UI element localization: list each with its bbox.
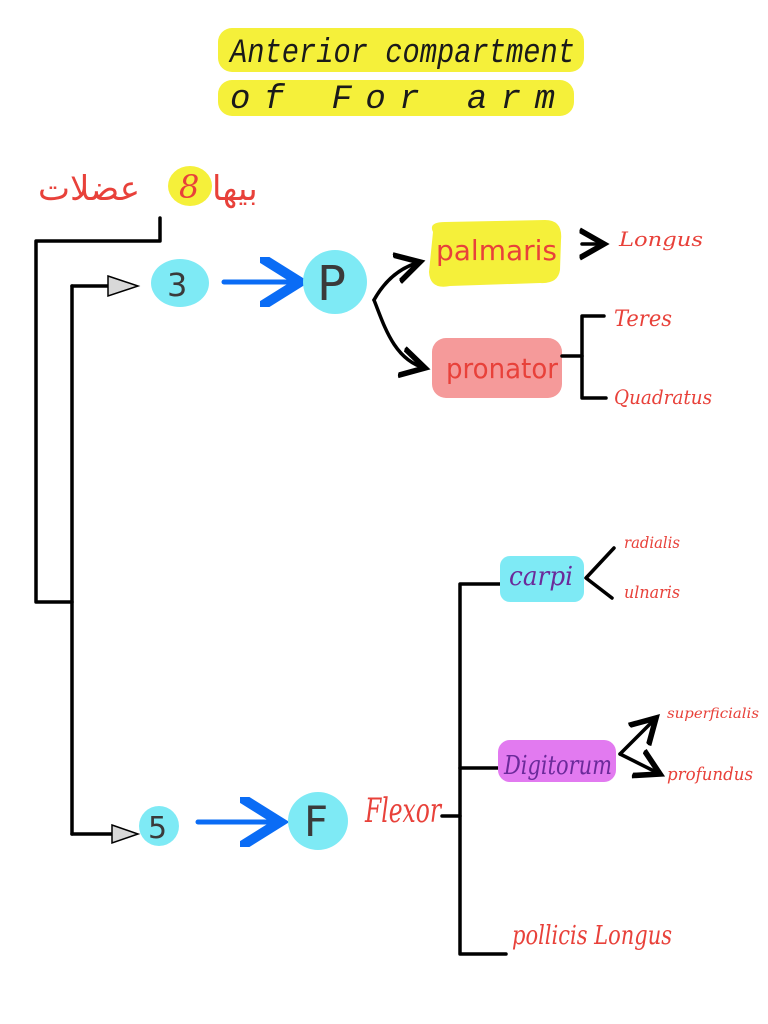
flexor-bracket xyxy=(440,582,508,956)
triangle-arrow-top xyxy=(107,274,141,298)
title-highlight-2 xyxy=(218,80,574,116)
number-eight: 8 xyxy=(179,168,199,206)
palmaris-label: palmaris xyxy=(436,234,557,267)
arabic-prefix-text: بيها xyxy=(212,169,258,209)
p-branch-arrows xyxy=(372,262,425,368)
digitorum-highlight xyxy=(498,740,616,782)
superficialis-label: superficialis xyxy=(667,706,759,722)
letter-p: P xyxy=(317,256,346,312)
quadratus-label: Quadratus xyxy=(614,385,712,409)
triangle-arrow-bottom xyxy=(111,823,141,845)
count-three-bubble xyxy=(151,259,209,307)
group-a: 3 P xyxy=(151,250,367,314)
number-eight-highlight xyxy=(168,166,212,206)
count-three: 3 xyxy=(167,266,187,304)
carpi-highlight xyxy=(500,556,584,602)
digitorum-node: Digitorum superficialis profundus xyxy=(498,706,759,785)
arrow-to-superficialis xyxy=(618,718,656,756)
count-five: 5 xyxy=(148,811,167,846)
longus-label: Longus xyxy=(618,227,703,251)
title-highlight-1 xyxy=(218,28,584,72)
carpi-label: carpi xyxy=(509,562,573,592)
title-block: Anterior compartment of For arm xyxy=(218,28,584,119)
main-bracket xyxy=(34,216,162,845)
teres-label: Teres xyxy=(614,307,672,332)
palmaris-highlight xyxy=(429,220,562,287)
digitorum-label: Digitorum xyxy=(503,751,612,781)
title-line-1: Anterior compartment xyxy=(228,35,575,73)
ulnaris-label: ulnaris xyxy=(624,583,680,603)
pronator-highlight xyxy=(432,338,562,398)
letter-f: F xyxy=(304,797,328,846)
curve-to-pronator xyxy=(372,298,425,368)
radialis-label: radialis xyxy=(624,533,680,552)
pronator-node: pronator Teres Quadratus xyxy=(432,307,712,409)
letter-f-bubble xyxy=(288,792,348,850)
pollicis-longus-label: pollicis Longus xyxy=(512,921,672,951)
carpi-node: carpi radialis ulnaris xyxy=(500,533,680,603)
pollicis-node: pollicis Longus xyxy=(512,921,672,951)
count-five-bubble xyxy=(139,806,179,846)
arabic-note: عضلات 8 بيها xyxy=(38,166,258,209)
curve-to-palmaris xyxy=(372,262,420,302)
pronator-label: pronator xyxy=(446,352,558,385)
group-b: 5 F Flexor xyxy=(139,791,442,850)
letter-p-bubble xyxy=(303,250,367,314)
profundus-label: profundus xyxy=(667,764,753,785)
arabic-suffix-text: عضلات xyxy=(38,169,140,209)
carpi-fork xyxy=(584,546,616,600)
pronator-bracket xyxy=(580,314,608,400)
arrow-to-profundus xyxy=(618,754,660,774)
palmaris-node: palmaris Longus xyxy=(429,220,703,287)
flexor-label: Flexor xyxy=(364,791,442,831)
